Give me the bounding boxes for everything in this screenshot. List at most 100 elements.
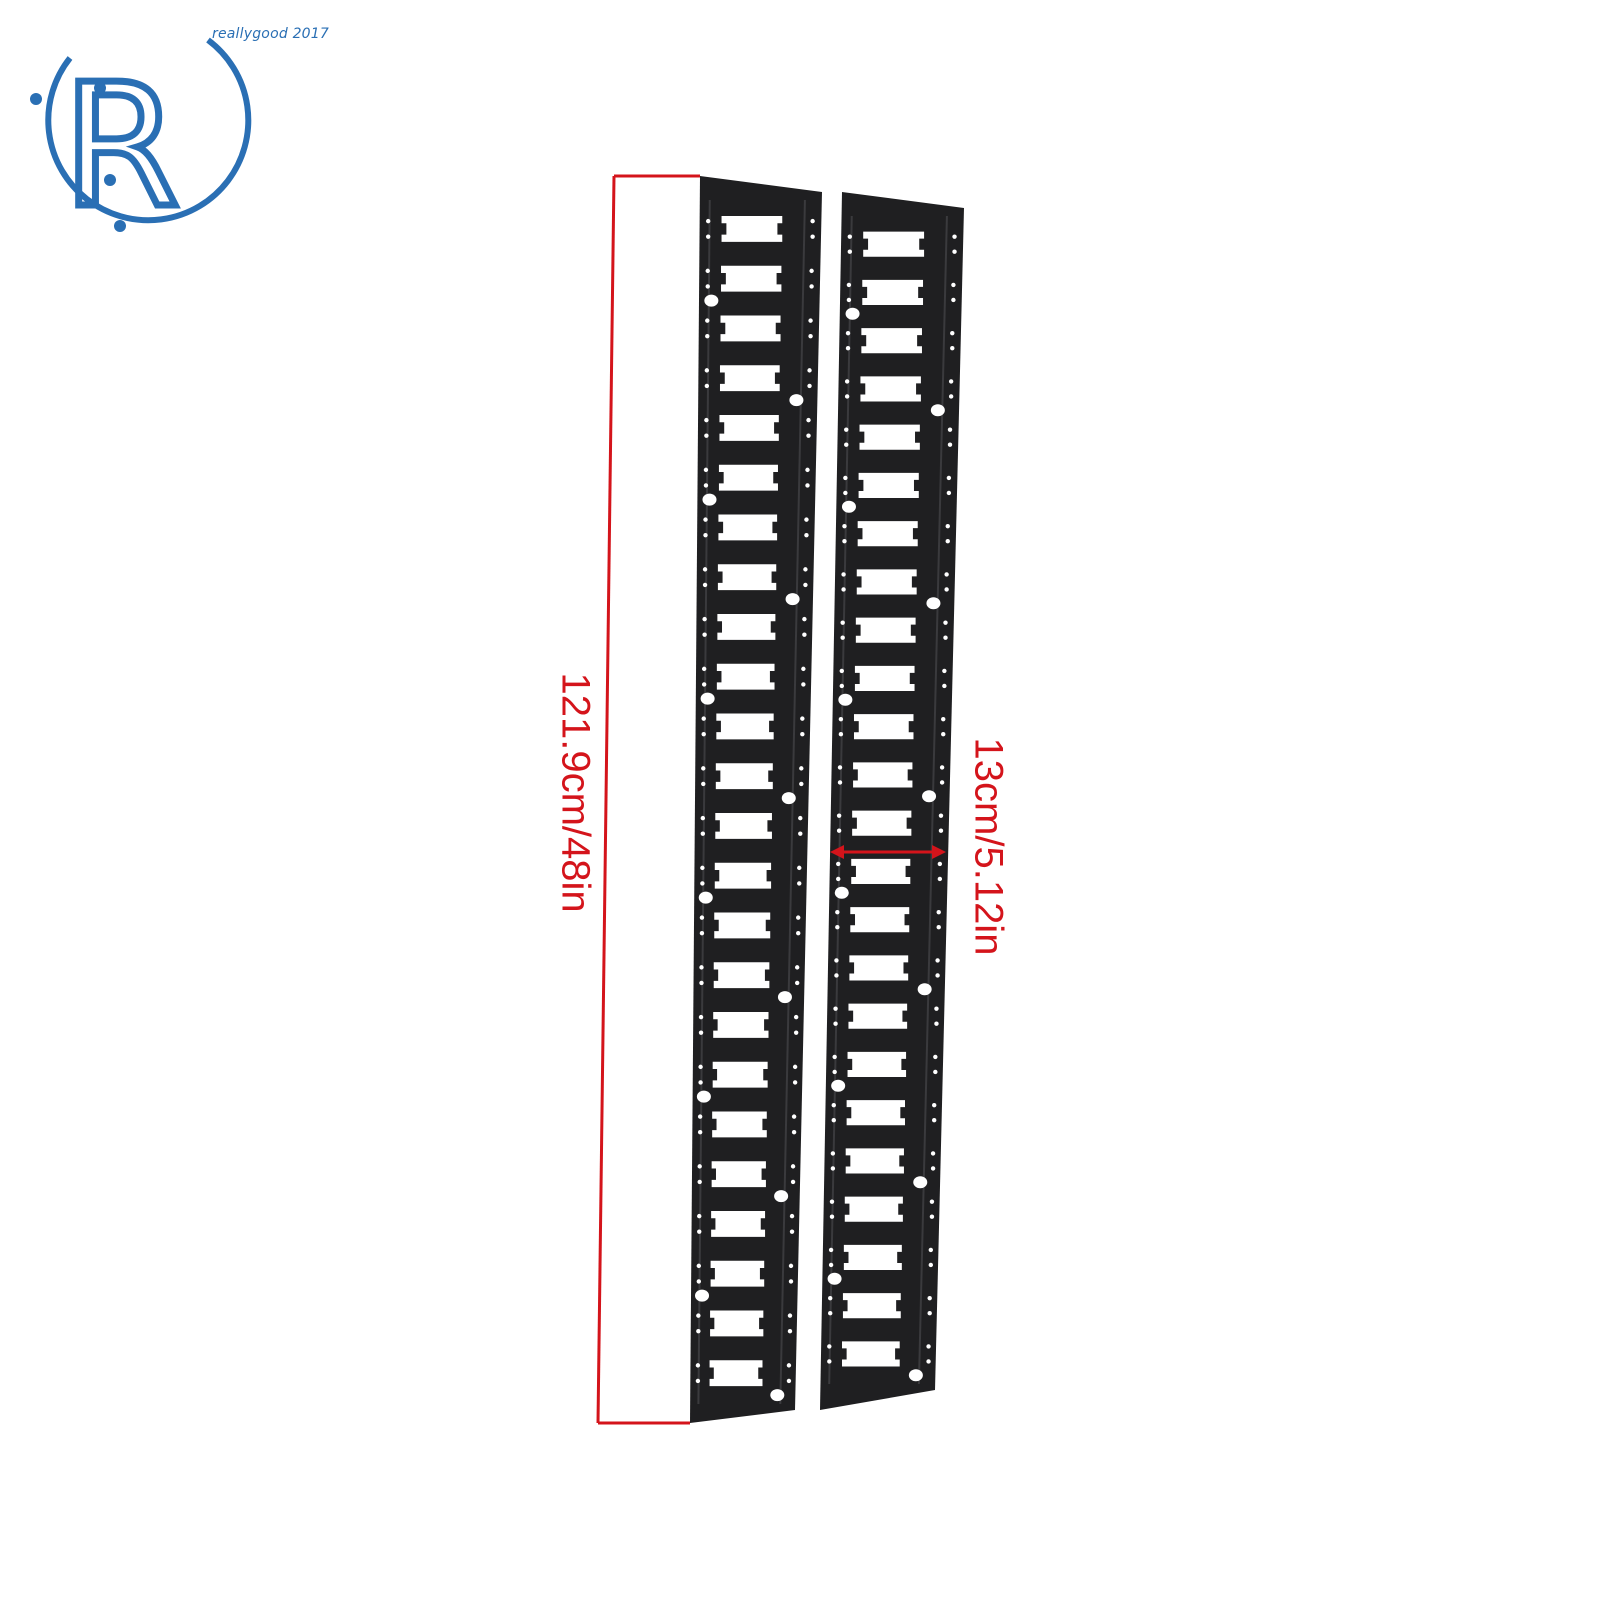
rail-mount-hole — [799, 781, 804, 787]
rail-bolt-hole — [704, 294, 719, 307]
logo-ring — [45, 37, 252, 224]
rail-mount-hole — [837, 765, 843, 770]
rail-mount-hole — [939, 780, 945, 785]
rail-mount-hole — [836, 861, 841, 867]
rail-mount-hole — [829, 1199, 835, 1204]
rail-mount-hole — [793, 1014, 799, 1020]
rail-mount-hole — [936, 925, 941, 930]
rail-slot — [851, 858, 911, 884]
rail-slot — [713, 962, 770, 989]
rail-slot — [717, 564, 777, 591]
brand-logo: R — [30, 37, 252, 250]
width-dimension-arrow — [830, 845, 946, 859]
rail-slot — [712, 1061, 768, 1088]
rail-mount-hole — [786, 1363, 792, 1368]
rail-mount-hole — [948, 394, 954, 399]
rail-mount-hole — [793, 1030, 799, 1035]
length-dimension-label: 121.9cm/48in — [553, 672, 598, 913]
rail-mount-hole — [699, 965, 704, 970]
rail-mount-hole — [929, 1199, 935, 1204]
rail-mount-hole — [703, 467, 709, 473]
rail-bolt-hole — [930, 404, 945, 417]
rail-mount-hole — [697, 1114, 703, 1119]
rail-bolt-hole — [827, 1272, 842, 1285]
rail-mount-hole — [805, 483, 810, 488]
rail-bolt-hole — [841, 500, 856, 513]
rail-slot — [845, 1148, 904, 1174]
width-dimension-label: 13cm/5.12in — [966, 737, 1011, 956]
rail-mount-hole — [938, 813, 944, 818]
rail-slot — [716, 663, 775, 690]
rail-mount-hole — [705, 318, 710, 323]
rail-mount-hole — [841, 572, 846, 577]
rail-mount-hole — [698, 1030, 704, 1035]
rail-mount-hole — [836, 828, 842, 833]
e-track-rail — [690, 176, 822, 1423]
rail-mount-hole — [933, 1069, 938, 1075]
rail-slot — [720, 315, 781, 342]
rail-mount-hole — [943, 635, 948, 640]
rail-mount-hole — [926, 1344, 931, 1349]
rail-mount-hole — [696, 1279, 702, 1284]
rail-slot — [848, 1003, 908, 1029]
rail-mount-hole — [792, 1080, 798, 1085]
rail-mount-hole — [951, 282, 956, 288]
rail-mount-hole — [831, 1118, 836, 1123]
rail-mount-hole — [800, 731, 805, 737]
rail-mount-hole — [841, 587, 846, 592]
rail-mount-hole — [701, 731, 706, 737]
rail-mount-hole — [945, 539, 950, 544]
rail-mount-hole — [936, 909, 941, 915]
rail-mount-hole — [832, 1069, 837, 1075]
rail-slot — [859, 424, 920, 450]
rail-slot — [857, 521, 918, 547]
rail-mount-hole — [939, 765, 945, 770]
rail-mount-hole — [696, 1263, 702, 1269]
rail-mount-hole — [829, 1214, 835, 1219]
rail-mount-hole — [791, 1114, 797, 1119]
rail-mount-hole — [937, 876, 943, 882]
rail-mount-hole — [796, 930, 801, 936]
rail-bolt-hole — [834, 886, 849, 899]
rail-slot — [843, 1244, 902, 1270]
rail-mount-hole — [844, 427, 849, 432]
rail-mount-hole — [810, 218, 815, 224]
rail-mount-hole — [944, 572, 949, 577]
rail-mount-hole — [700, 831, 706, 836]
rail-mount-hole — [827, 1344, 832, 1349]
rail-mount-hole — [787, 1328, 793, 1334]
rail-mount-hole — [701, 682, 707, 687]
rail-mount-hole — [844, 394, 850, 399]
rail-mount-hole — [702, 616, 707, 622]
rail-mount-hole — [842, 523, 847, 529]
rail-bolt-hole — [845, 307, 860, 320]
rail-mount-hole — [803, 582, 808, 588]
rail-mount-hole — [704, 417, 709, 423]
rail-mount-hole — [799, 766, 804, 771]
rail-slot — [863, 231, 925, 257]
rail-mount-hole — [834, 958, 839, 963]
rail-bolt-hole — [700, 692, 715, 705]
rail-mount-hole — [944, 587, 949, 592]
rail-mount-hole — [947, 427, 953, 432]
rail-slot — [858, 472, 919, 498]
rail-mount-hole — [809, 268, 814, 274]
rail-mount-hole — [790, 1179, 796, 1185]
rail-bolt-hole — [695, 1289, 710, 1302]
rail-bolt-hole — [926, 597, 941, 610]
rail-mount-hole — [800, 716, 805, 721]
rail-mount-hole — [951, 297, 956, 303]
rail-mount-hole — [844, 379, 850, 384]
rail-mount-hole — [786, 1378, 792, 1384]
rail-slot — [717, 613, 776, 640]
rail-mount-hole — [700, 881, 705, 886]
rail-mount-hole — [704, 433, 709, 438]
rail-slot — [712, 1111, 767, 1138]
rail-mount-hole — [839, 668, 844, 674]
rail-mount-hole — [934, 1021, 939, 1026]
rail-mount-hole — [787, 1313, 793, 1318]
e-track-rail — [820, 192, 964, 1410]
rail-slot — [711, 1210, 766, 1237]
rail-slot — [849, 955, 909, 981]
